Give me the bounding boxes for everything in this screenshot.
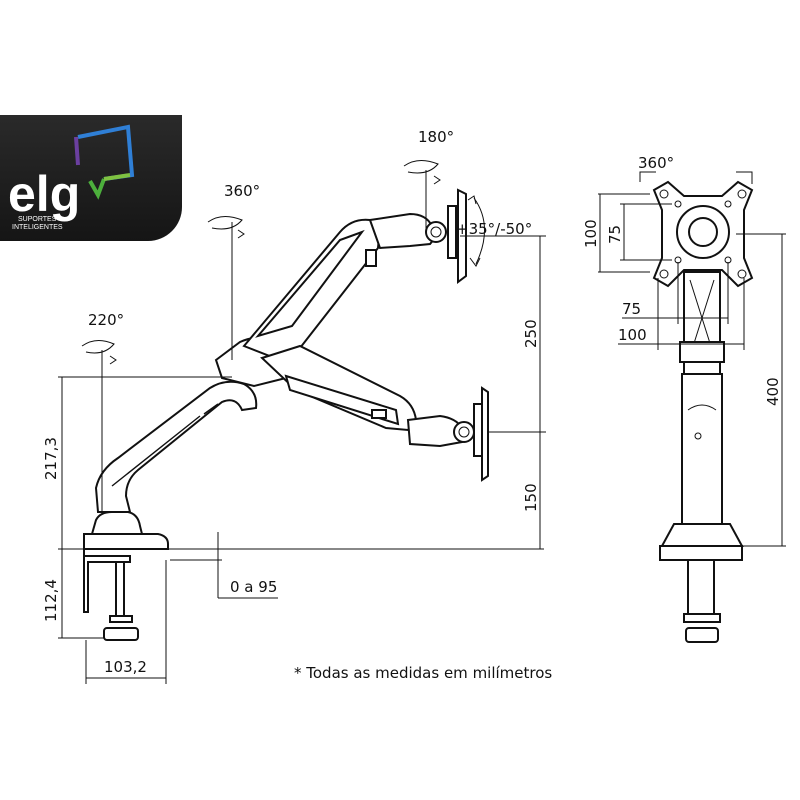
dim-vesa-75h: 75 — [622, 300, 641, 318]
bottom-head-joint-inner — [458, 426, 470, 438]
clamp-pad — [109, 615, 133, 623]
logo-tagline-1: SUPORTES — [18, 216, 57, 223]
pole-detail — [687, 404, 717, 411]
top-vesa-bracket — [447, 205, 457, 259]
vesa-center-hub — [688, 217, 718, 247]
front-base — [660, 523, 744, 547]
rot-180: 180° — [418, 128, 454, 146]
upper-arm-top-gas — [255, 229, 365, 338]
top-head-joint — [425, 221, 447, 243]
upper-arm-bottom-gas — [284, 374, 400, 426]
rotation-arrow-icon — [207, 216, 243, 230]
front-view: 360° 100 75 75 100 400 — [582, 154, 786, 643]
rot-220: 220° — [88, 311, 124, 329]
top-head-joint-inner — [430, 226, 442, 238]
top-arm-label-plate — [365, 249, 377, 267]
vesa-hole — [659, 189, 669, 199]
upper-arm-top-end — [368, 212, 442, 250]
rotation-arrow-icon — [109, 355, 117, 365]
front-clamp-pad — [683, 613, 721, 623]
logo-mark-icon: elg SUPORTES INTELIGENTES — [8, 124, 135, 231]
rotation-arrow-icon — [237, 229, 245, 239]
clamp-screw — [115, 561, 125, 619]
dim-250: 250 — [522, 319, 540, 348]
clamp-knob — [103, 627, 139, 641]
logo-tagline-2: INTELIGENTES — [12, 224, 63, 231]
dim-vesa-100h: 100 — [618, 326, 647, 344]
tilt-arrow-icon — [469, 257, 481, 267]
dim-0a95: 0 a 95 — [230, 578, 277, 596]
bottom-vesa-bracket — [473, 403, 483, 457]
vesa-hole — [737, 189, 747, 199]
lower-arm-detail — [203, 403, 219, 415]
dim-400: 400 — [764, 377, 782, 406]
vesa-hole — [659, 269, 669, 279]
dim-vesa-75v: 75 — [606, 225, 624, 244]
tilt-arrow-icon — [473, 197, 485, 265]
pole-screw — [694, 432, 702, 440]
logo-wordmark: elg — [8, 166, 80, 222]
clamp-frame — [83, 549, 131, 613]
rotation-arrow-icon — [433, 175, 441, 185]
bottom-vesa-plate — [481, 386, 489, 482]
rot-360-front: 360° — [638, 154, 674, 172]
vesa-hole — [737, 269, 747, 279]
rotation-arrow-icon — [81, 340, 115, 354]
dim-103: 103,2 — [104, 658, 147, 676]
rotation-arrow-icon — [639, 171, 656, 182]
rot-tilt: +35°/-50° — [456, 220, 532, 238]
vesa-hole — [674, 200, 682, 208]
dim-150: 150 — [522, 483, 540, 512]
bottom-arm-label-plate — [371, 409, 387, 419]
upper-arm-bottom-end — [406, 414, 463, 448]
dim-112: 112,4 — [42, 579, 60, 622]
desk-plate — [83, 533, 169, 550]
pole-collar — [683, 361, 721, 375]
arm-base — [90, 511, 144, 535]
rotation-arrow-icon — [736, 171, 753, 184]
front-clamp-screw — [687, 559, 715, 617]
brand-logo: elg SUPORTES INTELIGENTES — [0, 115, 182, 241]
pole — [681, 373, 723, 525]
lower-arm — [94, 380, 258, 513]
tilt-arrow-icon — [467, 195, 477, 205]
vesa-hole — [724, 200, 732, 208]
rotation-arrow-icon — [403, 160, 439, 174]
front-clamp-knob — [685, 627, 719, 643]
measurement-note: * Todas as medidas em milímetros — [294, 664, 552, 682]
side-view: 217,3 112,4 103,2 0 a 95 250 150 220° 3 — [42, 128, 546, 684]
front-desk-plate — [659, 545, 743, 561]
arm-collar — [679, 341, 725, 363]
dim-vesa-100v: 100 — [582, 219, 600, 248]
lower-arm-line — [111, 415, 201, 487]
bottom-head-joint — [453, 421, 475, 443]
rot-360-arm: 360° — [224, 182, 260, 200]
dim-217: 217,3 — [42, 437, 60, 480]
